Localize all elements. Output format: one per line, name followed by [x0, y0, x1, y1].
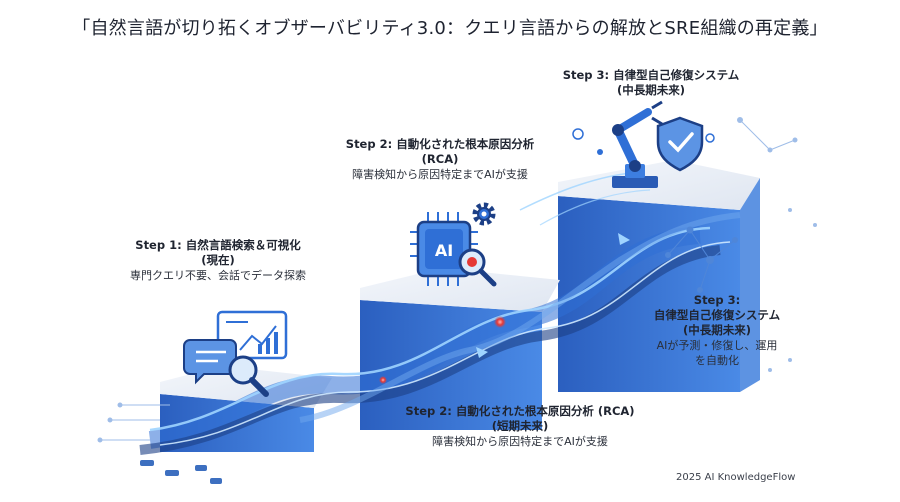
step1-label: Step 1: 自然言語検索＆可視化 (現在) 専門クエリ不要、会話でデータ探索 — [108, 238, 328, 283]
step2-top-description: 障害検知から原因特定までAIが支援 — [352, 168, 528, 181]
step3-right-description-line1: AIが予測・修復し、運用 — [656, 339, 778, 352]
step3-top-side — [740, 178, 760, 392]
step1-heading: Step 1: 自然言語検索＆可視化 — [135, 238, 301, 252]
step3-right-subheading: (中長期未来) — [682, 323, 751, 337]
flow-arrow — [618, 233, 630, 245]
network-graph — [665, 117, 817, 372]
page-title: 「自然言語が切り拓くオブザーバビリティ3.0：クエリ言語からの解放とSRE組織の… — [72, 18, 828, 39]
step1-subheading: (現在) — [201, 253, 235, 267]
ai-chip-label: AI — [435, 241, 453, 260]
gear-icon — [472, 202, 496, 226]
step3-top — [558, 160, 760, 210]
footer-credit: 2025 AI KnowledgeFlow — [676, 472, 796, 483]
data-wave — [539, 189, 651, 226]
step3-right-label: Step 3: 自律型自己修復システム (中長期未来) AIが予測・修復し、運用… — [622, 293, 812, 368]
ai-chip-icon — [410, 202, 497, 287]
alert-dot — [379, 376, 387, 384]
step3-top-heading: Step 3: 自律型自己修復システム — [562, 68, 740, 82]
step2-top-subheading: (RCA) — [421, 152, 459, 166]
step2-bottom-subheading: (短期未来) — [491, 419, 549, 433]
circuit-decoration — [97, 402, 222, 484]
step2-top — [360, 268, 560, 312]
robot-arm-shield-icon — [572, 100, 715, 188]
data-wave — [299, 212, 741, 423]
alert-dot — [494, 316, 506, 328]
step2-bottom-heading: Step 2: 自動化された根本原因分析 (RCA) — [405, 404, 635, 418]
step2-top-heading: Step 2: 自動化された根本原因分析 — [345, 137, 535, 151]
step3-right-heading-line1: Step 3: — [693, 293, 741, 307]
step3-top-subheading: (中長期未来) — [616, 83, 685, 97]
step1-description: 専門クエリ不要、会話でデータ探索 — [130, 269, 306, 282]
chat-dashboard-icon — [183, 310, 288, 397]
step3-front-face — [558, 196, 740, 392]
step2-bottom-label: Step 2: 自動化された根本原因分析 (RCA) (短期未来) 障害検知から… — [380, 404, 660, 449]
data-wave — [159, 241, 731, 446]
step3-top-label: Step 3: 自律型自己修復システム (中長期未来) — [536, 68, 766, 98]
step3-right-description-line2: を自動化 — [695, 354, 739, 367]
step2-top-label: Step 2: 自動化された根本原因分析 (RCA) 障害検知から原因特定までA… — [320, 137, 560, 182]
step3-right-heading-line2: 自律型自己修復システム — [653, 308, 781, 322]
step2-bottom-description: 障害検知から原因特定までAIが支援 — [432, 435, 608, 448]
flow-arrow — [476, 347, 488, 358]
data-wave — [149, 226, 711, 432]
